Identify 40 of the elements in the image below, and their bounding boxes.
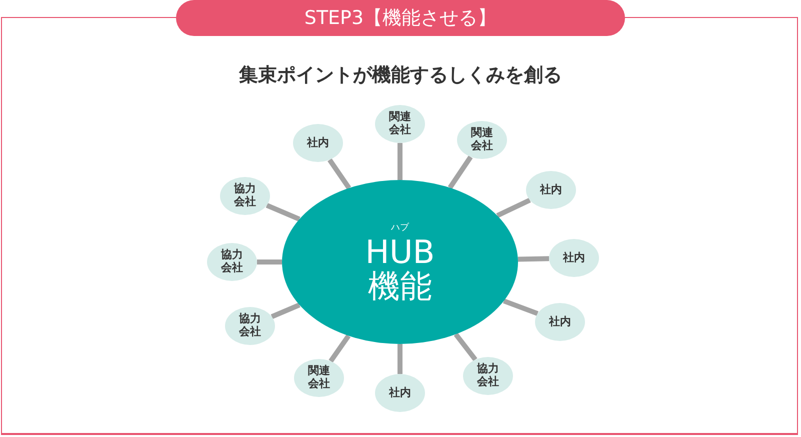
node-label: 協力会社 (233, 183, 257, 209)
connector-line (257, 260, 282, 264)
connector-line (502, 298, 538, 316)
connector-line (448, 156, 473, 190)
node-label: 協力会社 (220, 249, 244, 275)
connector-line (328, 334, 351, 363)
satellite-ellipse (549, 239, 599, 277)
connector-line (398, 143, 402, 180)
node-label: 社内 (306, 136, 330, 150)
connector-line (496, 198, 531, 218)
title-tab: STEP3【機能させる】 (176, 0, 625, 36)
node-label: 社内 (388, 386, 412, 400)
satellite-ellipse (535, 303, 585, 341)
satellite-ellipse (293, 124, 343, 162)
node-label: 協力会社 (476, 363, 500, 389)
satellite-ellipse (457, 121, 507, 159)
node-label: 社内 (548, 316, 572, 328)
connector-line (270, 302, 300, 319)
hub-label: HUB機能 (364, 236, 436, 304)
satellite-ellipse (526, 171, 576, 209)
node-label: 社内 (562, 252, 586, 264)
node-label: 社内 (538, 184, 563, 196)
ruby-text: ハブ (391, 222, 409, 234)
connector-line (398, 344, 402, 374)
node-label: 関連会社 (470, 127, 494, 153)
satellite-ellipse (225, 307, 275, 345)
subtitle: 集束ポイントが機能するしくみを創る (238, 63, 563, 88)
connector-line (328, 158, 352, 190)
satellite-ellipse (463, 357, 513, 395)
satellite-ellipse (220, 177, 270, 215)
node-label: 関連会社 (388, 111, 412, 137)
satellite-ellipse (375, 374, 425, 412)
connector-line (266, 202, 300, 222)
satellite-ellipse (294, 359, 344, 397)
node-label: 関連会社 (307, 365, 331, 391)
node-label: 協力会社 (238, 313, 262, 339)
satellite-ellipse (375, 105, 425, 143)
connector-line (518, 256, 550, 262)
connector-line (454, 332, 478, 362)
satellite-ellipse (207, 243, 257, 281)
